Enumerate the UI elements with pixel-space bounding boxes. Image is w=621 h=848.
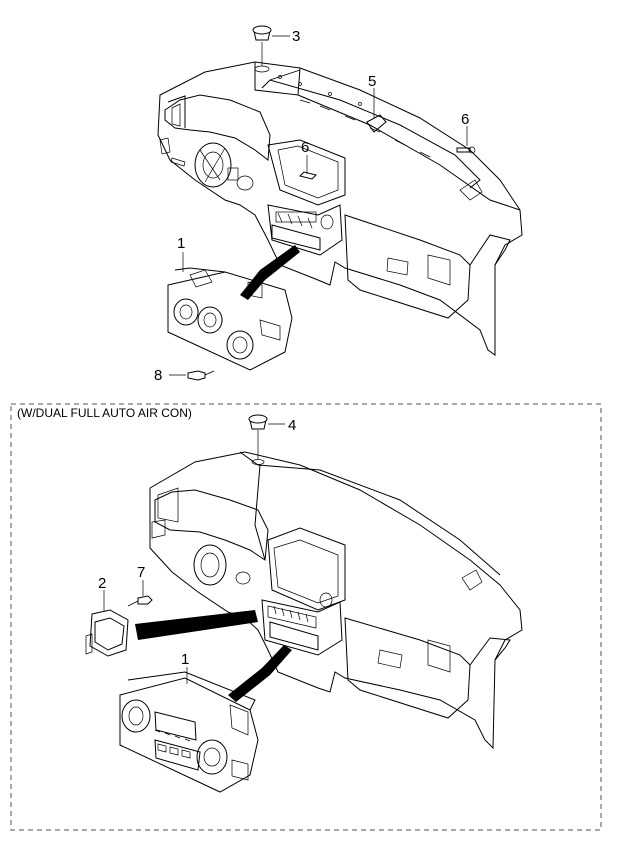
callout-4: 4 (288, 417, 296, 434)
part-8-screw (187, 370, 215, 381)
top-ac-control (167, 267, 293, 371)
part-7-screw (127, 595, 153, 607)
callout-2: 2 (98, 575, 106, 592)
top-dashboard (157, 61, 523, 356)
callout-1-bottom: 1 (181, 651, 189, 668)
variant-section-label: (W/DUAL FULL AUTO AIR CON) (17, 406, 192, 420)
variant-section-border (10, 403, 602, 831)
bottom-ac-control (119, 671, 259, 793)
callout-5: 5 (368, 73, 376, 90)
callout-8: 8 (154, 367, 162, 384)
part-4-grommet (248, 414, 268, 430)
callout-6a: 6 (301, 139, 309, 156)
callout-6b: 6 (461, 111, 469, 128)
top-assembly (157, 25, 523, 381)
bottom-assembly (85, 414, 523, 793)
top-insertion-arrow (240, 245, 300, 300)
callout-3: 3 (292, 28, 300, 45)
callout-1-top: 1 (177, 235, 185, 252)
part-3-grommet (252, 25, 272, 73)
bottom-control-arrow (228, 645, 292, 702)
part-2-switch (85, 609, 129, 657)
bottom-switch-arrow (135, 610, 258, 640)
callout-7: 7 (137, 564, 145, 581)
